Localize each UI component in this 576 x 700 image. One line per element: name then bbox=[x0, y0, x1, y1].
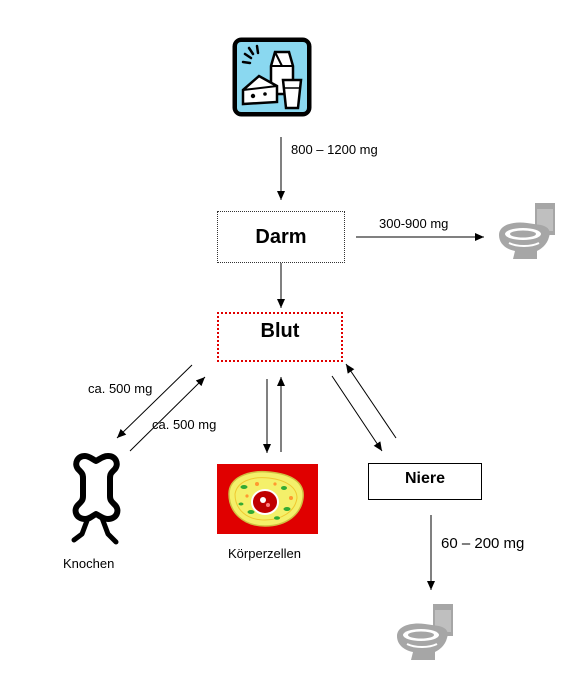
blut-label: Blut bbox=[260, 320, 300, 342]
arrow-knochen-to-blut bbox=[129, 376, 206, 452]
toilet-icon bbox=[395, 602, 459, 662]
darm-label: Darm bbox=[255, 225, 307, 248]
arrow-niere-to-blut bbox=[345, 363, 397, 439]
knochen-label: Knochen bbox=[63, 556, 115, 571]
bone-icon bbox=[70, 450, 126, 552]
blut-node: Blut bbox=[217, 312, 343, 362]
toilet-icon bbox=[497, 201, 561, 261]
flow-label-intake: 800 – 1200 mg bbox=[291, 142, 378, 157]
cell-icon bbox=[217, 464, 318, 534]
flow-label-excretion-darm: 300-900 mg bbox=[379, 216, 449, 231]
flow-label-excretion-niere: 60 – 200 mg bbox=[441, 535, 525, 552]
koerperzellen-label: Körperzellen bbox=[228, 546, 301, 561]
flow-label-bone-to-blood: ca. 500 mg bbox=[152, 417, 217, 432]
flow-label-blood-to-bone: ca. 500 mg bbox=[88, 381, 153, 396]
niere-node: Niere bbox=[368, 463, 482, 500]
dairy-food-icon bbox=[231, 36, 313, 118]
arrow-blut-to-niere bbox=[331, 375, 383, 452]
niere-label: Niere bbox=[404, 470, 446, 487]
arrow-blut-to-knochen bbox=[116, 364, 193, 439]
darm-node: Darm bbox=[217, 211, 345, 263]
